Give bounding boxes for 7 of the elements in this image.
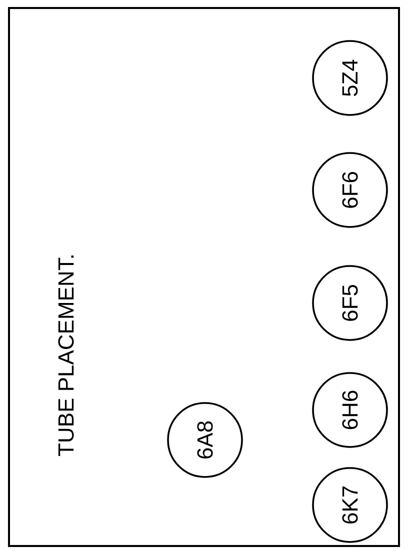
tube-socket: 6H6 bbox=[312, 372, 388, 448]
tube-socket: 5Z4 bbox=[312, 40, 388, 116]
tube-socket: 6A8 bbox=[167, 402, 243, 478]
tube-socket: 6K7 bbox=[312, 467, 388, 543]
tube-socket: 6F5 bbox=[312, 265, 388, 341]
tube-socket: 6F6 bbox=[312, 152, 388, 228]
title: TUBE PLACEMENT. bbox=[58, 256, 74, 456]
